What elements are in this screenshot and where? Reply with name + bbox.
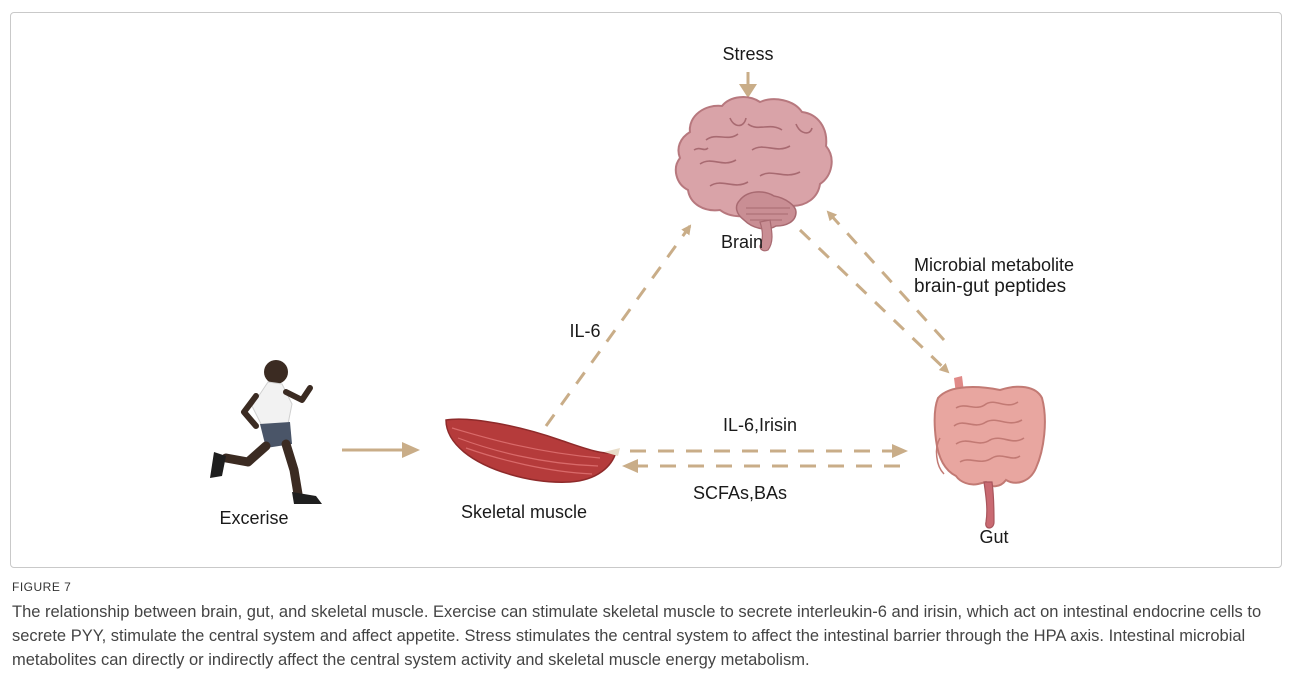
stress-arrow — [739, 72, 757, 98]
figure-caption: FIGURE 7 The relationship between brain,… — [12, 580, 1278, 672]
brain-gut-label-line1: Microbial metabolite — [914, 255, 1074, 275]
muscle-to-gut-label: IL-6,Irisin — [723, 415, 797, 435]
runner-icon — [210, 360, 322, 504]
caption-text: The relationship between brain, gut, and… — [12, 600, 1278, 672]
gut-label: Gut — [979, 527, 1008, 547]
gut-icon — [935, 376, 1045, 528]
figure-number: FIGURE 7 — [12, 580, 1278, 594]
brain-to-gut-arrow — [800, 230, 948, 372]
brain-gut-label-line2: brain-gut peptides — [914, 276, 1066, 297]
stress-label: Stress — [722, 44, 773, 64]
brain-label: Brain — [721, 232, 763, 252]
gut-to-muscle-label: SCFAs,BAs — [693, 483, 787, 503]
muscle-to-brain-arrow — [546, 226, 690, 426]
diagram-canvas: Stress Brain IL-6 Microbial metabolite b… — [0, 0, 1290, 570]
muscle-to-brain-label: IL-6 — [569, 321, 600, 341]
muscle-label: Skeletal muscle — [461, 502, 587, 522]
exercise-to-muscle-arrow — [342, 442, 420, 458]
skeletal-muscle-icon — [446, 419, 620, 482]
brain-icon — [676, 97, 832, 251]
exercise-label: Excerise — [219, 508, 288, 528]
